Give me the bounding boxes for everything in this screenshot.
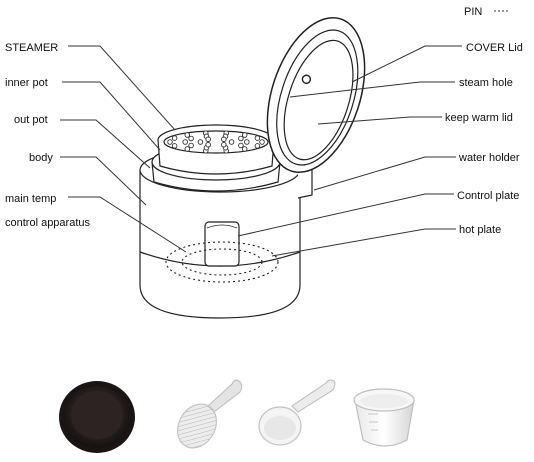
steamer-hole <box>241 146 248 152</box>
rice-cooker <box>139 16 366 319</box>
label-main-temp-line2: control apparatus <box>5 217 90 229</box>
steamer-hole <box>182 139 188 145</box>
label-steam-hole: steam hole <box>459 77 513 89</box>
steamer-hole <box>188 135 194 142</box>
label-control-plate: Control plate <box>457 190 519 202</box>
label-inner-pot: inner pot <box>5 77 48 89</box>
steamer-hole <box>184 146 191 152</box>
steamer-hole <box>254 143 261 149</box>
soup-ladle-accessory <box>258 379 336 446</box>
steamer-hole <box>238 142 244 149</box>
steamer-hole <box>167 139 173 145</box>
hot-plate-ring-inner <box>181 248 263 276</box>
steam-hole <box>301 74 312 84</box>
leader-body <box>60 156 147 206</box>
hot-plate-ring-outer <box>165 241 279 283</box>
steamer-hole <box>171 135 178 141</box>
steamer-hole <box>171 143 178 149</box>
label-keep-warm-lid: keep warm lid <box>445 112 513 124</box>
labels: PIN STEAMER COVER Lid inner pot steam ho… <box>5 6 523 236</box>
label-main-temp-line1: main temp <box>5 193 56 205</box>
leader-hot-plate <box>271 228 456 257</box>
label-body: body <box>29 152 53 164</box>
label-steamer: STEAMER <box>5 42 58 54</box>
inner-pot-accessory <box>59 381 135 453</box>
steamer-hole <box>205 141 211 148</box>
leader-cover-lid <box>351 45 462 83</box>
cover-lid <box>266 16 366 174</box>
out-pot-wall <box>151 161 281 192</box>
leader-lines <box>60 10 510 257</box>
leader-steamer <box>68 45 176 131</box>
label-pin: PIN <box>464 6 482 18</box>
label-water-holder: water holder <box>458 152 520 164</box>
steamer-hole <box>228 139 235 145</box>
leader-water-holder <box>313 156 456 191</box>
label-cover-lid: COVER Lid <box>466 42 523 54</box>
measuring-cup-accessory <box>353 388 415 447</box>
leader-out-pot <box>60 119 151 169</box>
steamer-hole <box>205 136 211 143</box>
label-out-pot: out pot <box>14 114 48 126</box>
leader-control-plate <box>237 193 454 237</box>
steamer-hole <box>184 132 191 138</box>
rice-paddle-accessory <box>177 379 243 449</box>
control-plate-window <box>204 221 240 267</box>
steamer-hole <box>221 141 227 148</box>
leader-main-temp <box>68 196 187 253</box>
leader-keep-warm-lid <box>317 116 442 125</box>
steamer-tray <box>163 130 269 154</box>
steamer-hole <box>197 139 204 145</box>
leader-inner-pot <box>62 81 161 151</box>
steamer-hole <box>221 136 227 143</box>
steamer-hole <box>241 132 248 138</box>
steamer-hole <box>254 135 261 141</box>
steamer-hole <box>188 142 194 149</box>
steamer-holes <box>167 130 265 154</box>
steamer-hole <box>238 135 244 142</box>
steamer-hole <box>259 139 265 145</box>
steamer-hole <box>244 139 250 145</box>
leader-steam-hole <box>289 81 455 98</box>
label-hot-plate: hot plate <box>459 224 501 236</box>
